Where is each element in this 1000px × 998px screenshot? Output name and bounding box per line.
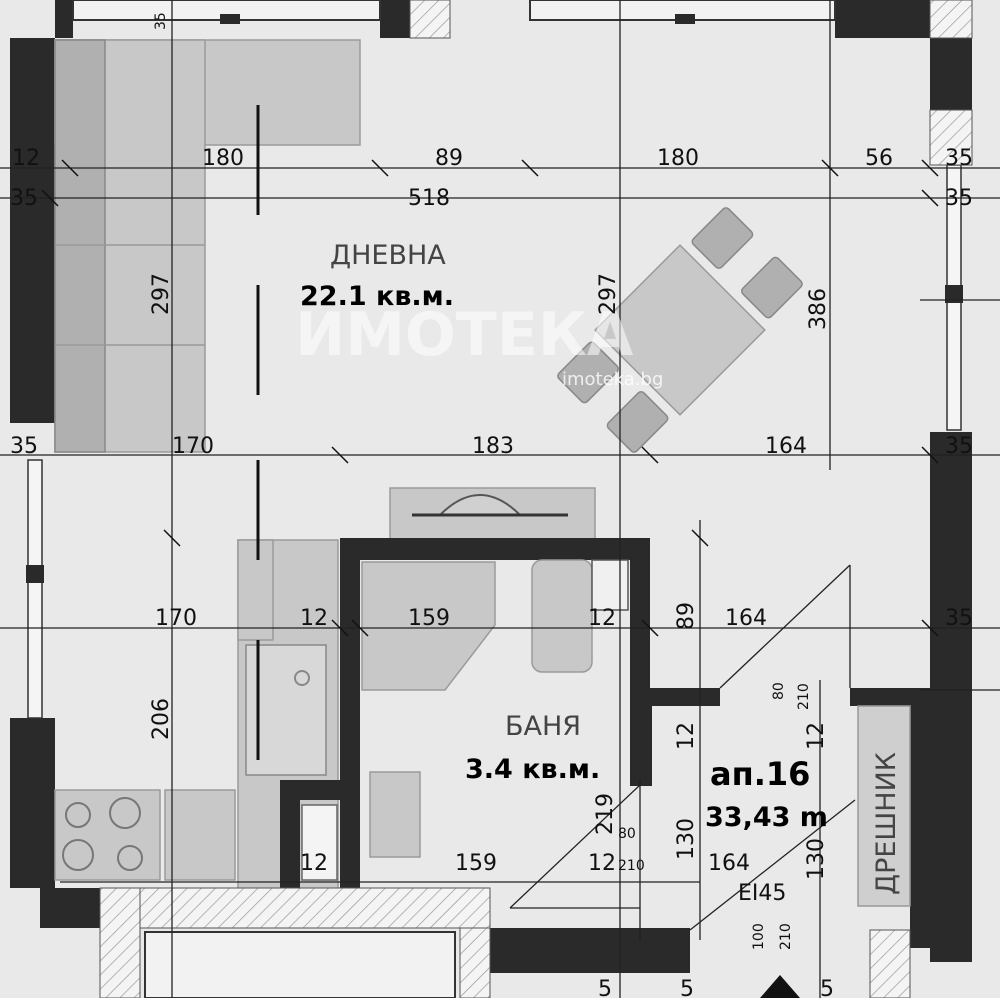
dim-label: 12 [300, 606, 328, 631]
dimension-labels-vertical: 297 297 386 206 12 12 219 130 130 [149, 273, 831, 880]
apartment-area: 33,43 m [705, 802, 828, 833]
dim-label: 164 [765, 434, 807, 459]
dimension-labels-bottom-row: 12 159 12 164 [300, 851, 750, 876]
dim-label: 35 [153, 12, 169, 30]
dim-label: 159 [455, 851, 497, 876]
dim-label: 5 [820, 977, 834, 998]
dim-label: 180 [202, 146, 244, 171]
dim-label: 130 [804, 838, 829, 880]
watermark-url: imoteka.bg [562, 369, 663, 390]
door-rating: EI45 [738, 881, 786, 906]
room-area-living: 22.1 кв.м. [300, 281, 454, 312]
dim-label: 100 [751, 923, 767, 950]
room-name-living: ДНЕВНА [330, 240, 446, 271]
dim-label: 159 [408, 606, 450, 631]
dim-label: 518 [408, 186, 450, 211]
dim-label: 35 [10, 186, 38, 211]
dim-label: 386 [806, 288, 831, 330]
dim-label: 5 [680, 977, 694, 998]
dim-label: 210 [778, 923, 794, 950]
dim-label: 12 [588, 851, 616, 876]
dim-label: 12 [674, 722, 699, 750]
dimension-labels-top-row1: 12 180 89 180 56 35 [12, 146, 973, 171]
dim-label: 35 [945, 606, 973, 631]
dim-label: 130 [674, 818, 699, 860]
bathroom-walls [280, 538, 930, 948]
dim-label: 80 [771, 682, 787, 700]
bathroom-fixtures [301, 559, 629, 881]
dim-label: 12 [12, 146, 40, 171]
dim-label: 89 [435, 146, 463, 171]
dim-label: 35 [10, 434, 38, 459]
dim-label: 180 [657, 146, 699, 171]
dim-label: 35 [945, 186, 973, 211]
dim-label: 12 [804, 722, 829, 750]
room-name-wardrobe: ДРЕШНИК [871, 752, 902, 895]
bottom-structure [99, 887, 911, 998]
dim-label: 210 [796, 683, 812, 710]
sofa [54, 39, 361, 453]
dim-label: 5 [598, 977, 612, 998]
tv-cabinet [389, 487, 596, 541]
dim-label: 56 [865, 146, 893, 171]
dim-label: 219 [593, 793, 618, 835]
dimension-labels-top-row2: 35 518 35 [10, 186, 973, 211]
dimension-labels-edges: 35 5 5 5 [153, 12, 834, 998]
dim-label: 210 [618, 858, 645, 874]
apartment-name: ап.16 [710, 755, 810, 793]
dim-label: 170 [172, 434, 214, 459]
dim-label: 89 [674, 602, 699, 630]
top-windows [72, 0, 973, 39]
dim-label: 183 [472, 434, 514, 459]
wardrobe-panel [857, 705, 911, 907]
dimension-labels-lower-row: 170 12 159 12 89 164 35 [155, 602, 973, 631]
dim-label: 297 [149, 273, 174, 315]
watermark-brand: ИМОТЕКА [295, 300, 634, 370]
dim-label: 12 [300, 851, 328, 876]
dim-label: 164 [708, 851, 750, 876]
exterior-walls [10, 0, 972, 973]
room-area-bathroom: 3.4 кв.м. [465, 754, 600, 785]
door-swings [509, 564, 856, 931]
dimension-labels-mid-row: 35 170 183 164 35 [10, 434, 973, 459]
dim-label: 164 [725, 606, 767, 631]
dimension-labels-doors: 80 210 80 210 100 210 [618, 682, 812, 950]
dim-label: 35 [945, 146, 973, 171]
dim-label: 170 [155, 606, 197, 631]
dim-label: 297 [596, 273, 621, 315]
dim-label: 206 [149, 698, 174, 740]
dim-label: 35 [945, 434, 973, 459]
side-windows [26, 109, 973, 719]
dim-label: 12 [588, 606, 616, 631]
dim-label: 80 [618, 826, 636, 842]
room-name-bathroom: БАНЯ [505, 711, 581, 742]
